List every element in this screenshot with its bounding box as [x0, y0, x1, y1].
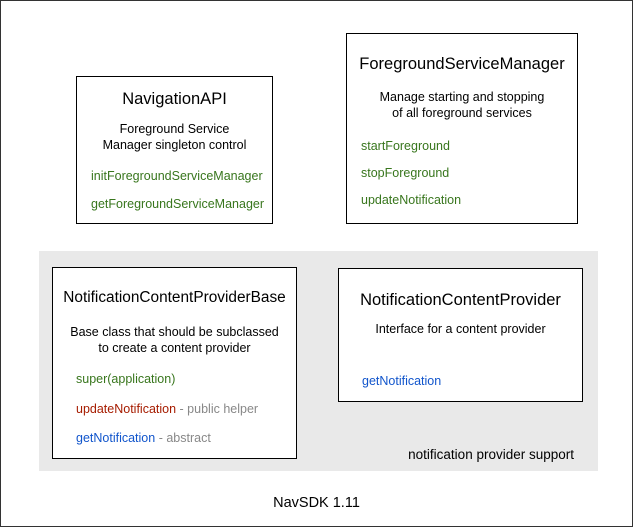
group-label: notification provider support	[408, 447, 574, 462]
method-super-application: super(application)	[76, 372, 175, 386]
description-line: Base class that should be subclassed	[70, 325, 279, 339]
method-name: getNotification	[362, 374, 442, 388]
method-initforegroundservicemanager: initForegroundServiceManager	[91, 169, 263, 183]
method-suffix: - public helper	[176, 402, 259, 416]
class-description: Manage starting and stopping of all fore…	[347, 89, 577, 121]
method-name: updateNotification	[361, 193, 462, 207]
description-line: Foreground Service	[119, 122, 230, 136]
method-name: stopForeground	[361, 166, 450, 180]
method-name: getForegroundServiceManager	[91, 197, 265, 211]
class-title-notificationcontentprovider: NotificationContentProvider	[360, 291, 561, 309]
method-getnotification: getNotification - abstract	[76, 431, 211, 445]
method-name: initForegroundServiceManager	[91, 169, 263, 183]
method-getforegroundservicemanager: getForegroundServiceManager	[91, 197, 264, 211]
class-box-notificationcontentproviderbase: NotificationContentProviderBase Base cla…	[52, 267, 297, 459]
class-description: Foreground Service Manager singleton con…	[77, 121, 272, 153]
method-stopforeground: stopForeground	[361, 166, 449, 180]
method-startforeground: startForeground	[361, 139, 450, 153]
method-name: super(application)	[76, 372, 176, 386]
class-description: Interface for a content provider	[339, 321, 582, 337]
description-line: Interface for a content provider	[375, 322, 546, 336]
class-title-notificationcontentproviderbase: NotificationContentProviderBase	[63, 289, 286, 306]
description-line: Manager singleton control	[102, 138, 247, 152]
description-line: to create a content provider	[98, 341, 251, 355]
class-box-notificationcontentprovider: NotificationContentProvider Interface fo…	[338, 268, 583, 402]
class-title-foregroundservicemanager: ForegroundServiceManager	[359, 55, 565, 73]
method-suffix: - abstract	[155, 431, 211, 445]
class-box-foregroundservicemanager: ForegroundServiceManager Manage starting…	[346, 33, 578, 224]
method-name: updateNotification	[76, 402, 177, 416]
method-name: startForeground	[361, 139, 450, 153]
sdk-version-label: NavSDK 1.11	[273, 495, 360, 511]
description-line: of all foreground services	[392, 106, 532, 120]
method-name: getNotification	[76, 431, 156, 445]
method-updatenotification: updateNotification - public helper	[76, 402, 258, 416]
method-getnotification: getNotification	[362, 374, 441, 388]
class-title-navigationapi: NavigationAPI	[122, 90, 227, 108]
class-box-navigationapi: NavigationAPI Foreground Service Manager…	[76, 76, 273, 224]
description-line: Manage starting and stopping	[379, 90, 545, 104]
class-description: Base class that should be subclassed to …	[53, 324, 296, 356]
method-updatenotification: updateNotification	[361, 193, 461, 207]
